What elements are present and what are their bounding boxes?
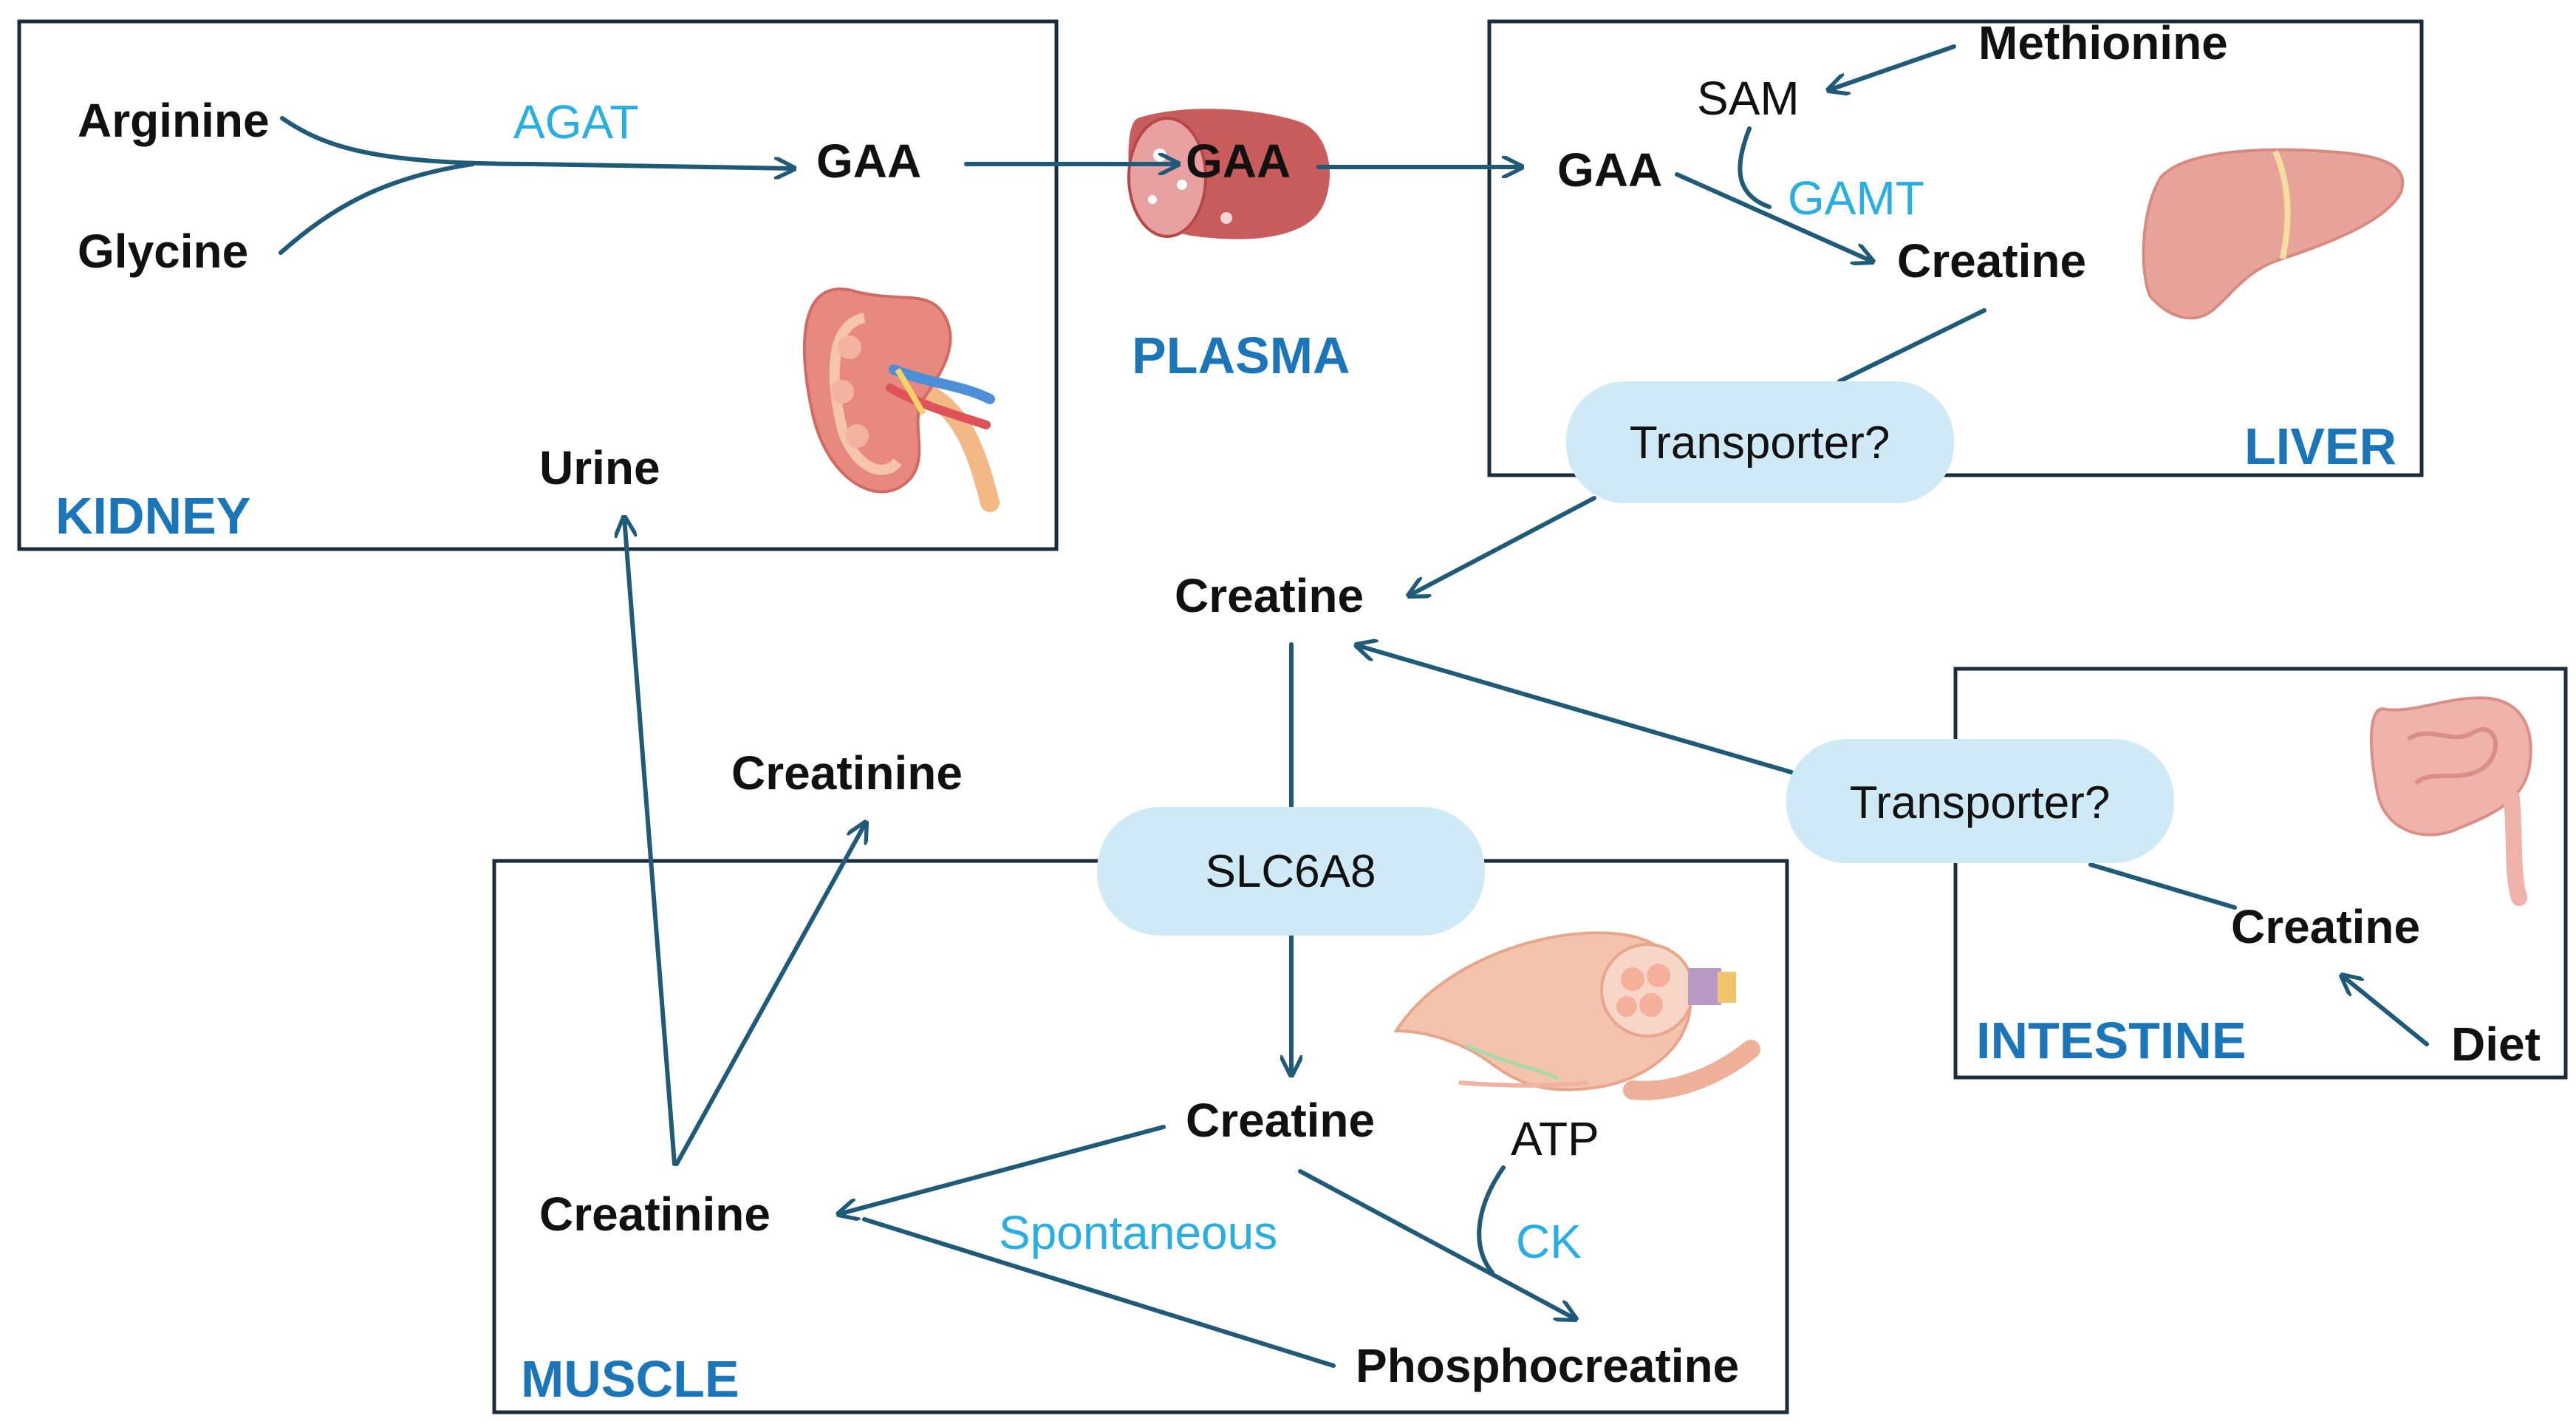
intestine-transporter-label: Transporter? <box>1850 777 2111 828</box>
muscle-icon <box>1393 931 1760 1100</box>
line-phosphocreatine-to-creatinine <box>862 1217 1336 1368</box>
blood-vessel-icon <box>1127 109 1330 239</box>
arrow-methionine-to-sam <box>1828 44 1956 90</box>
muscle-creatinine: Creatinine <box>539 1188 771 1241</box>
liver-sam: SAM <box>1697 72 1800 125</box>
line-liver-creatine-to-transporter <box>1837 308 1986 384</box>
muscle-transporter-label: SLC6A8 <box>1206 846 1376 897</box>
gamt-cofactor-curve <box>1738 126 1772 209</box>
plasma-creatinine: Creatinine <box>731 746 963 800</box>
kidney-urine: Urine <box>539 441 660 494</box>
plasma-gaa: GAA <box>1186 134 1291 188</box>
liver-gaa: GAA <box>1557 143 1662 197</box>
muscle-creatine: Creatine <box>1186 1094 1375 1147</box>
liver-enzyme-gamt: GAMT <box>1788 171 1924 225</box>
kidney-gaa: GAA <box>816 134 921 188</box>
kidney-icon <box>802 287 1000 512</box>
muscle-phosphocreatine: Phosphocreatine <box>1356 1339 1739 1392</box>
intestine-transporter-pill <box>1786 739 2174 863</box>
liver-transporter-label: Transporter? <box>1630 418 1890 469</box>
intestine-diet: Diet <box>2451 1018 2541 1071</box>
arrow-arginine-to-gaa <box>280 116 794 168</box>
connectors <box>279 44 2429 1368</box>
liver-transporter-pill <box>1566 381 1954 503</box>
liver-icon <box>2142 148 2405 320</box>
plasma-creatine: Creatine <box>1175 569 1364 622</box>
arrow-creatinine-to-plasma-creatinine <box>674 823 866 1166</box>
liver-organ-label: LIVER <box>2244 418 2396 475</box>
muscle-enzyme-ck: CK <box>1516 1215 1582 1268</box>
muscle-transporter-pill <box>1097 807 1485 936</box>
arrow-liver-gaa-to-creatine <box>1675 172 1873 262</box>
muscle-atp: ATP <box>1511 1112 1599 1165</box>
arrow-creatine-to-phosphocreatine <box>1298 1169 1576 1319</box>
liver-methionine: Methionine <box>1978 16 2228 69</box>
kidney-enzyme-agat: AGAT <box>513 95 639 149</box>
intestine-icon <box>2370 696 2532 906</box>
arrow-creatine-to-creatinine <box>838 1125 1166 1214</box>
arrow-intestine-to-plasma-creatine <box>1356 645 1794 774</box>
arrow-diet-to-intestine-creatine <box>2342 975 2429 1046</box>
line-intestine-creatine-to-transporter <box>2088 862 2237 910</box>
muscle-organ-label: MUSCLE <box>521 1350 739 1408</box>
liver-box <box>1487 19 2424 477</box>
muscle-spontaneous: Spontaneous <box>999 1206 1277 1259</box>
kidney-glycine: Glycine <box>78 225 248 278</box>
plasma-organ-label: PLASMA <box>1132 327 1350 384</box>
line-glycine-merge <box>279 162 475 255</box>
ck-cofactor-curve <box>1477 1165 1506 1275</box>
kidney-organ-label: KIDNEY <box>55 487 250 545</box>
intestine-organ-label: INTESTINE <box>1976 1012 2247 1069</box>
intestine-creatine: Creatine <box>2231 900 2420 953</box>
kidney-arginine: Arginine <box>78 94 270 147</box>
arrow-transporter-to-plasma-creatine <box>1409 496 1596 596</box>
liver-creatine: Creatine <box>1897 234 2086 287</box>
kidney-box <box>17 19 1059 551</box>
arrow-creatinine-to-urine <box>624 517 677 1166</box>
intestine-box <box>1953 667 2568 1080</box>
